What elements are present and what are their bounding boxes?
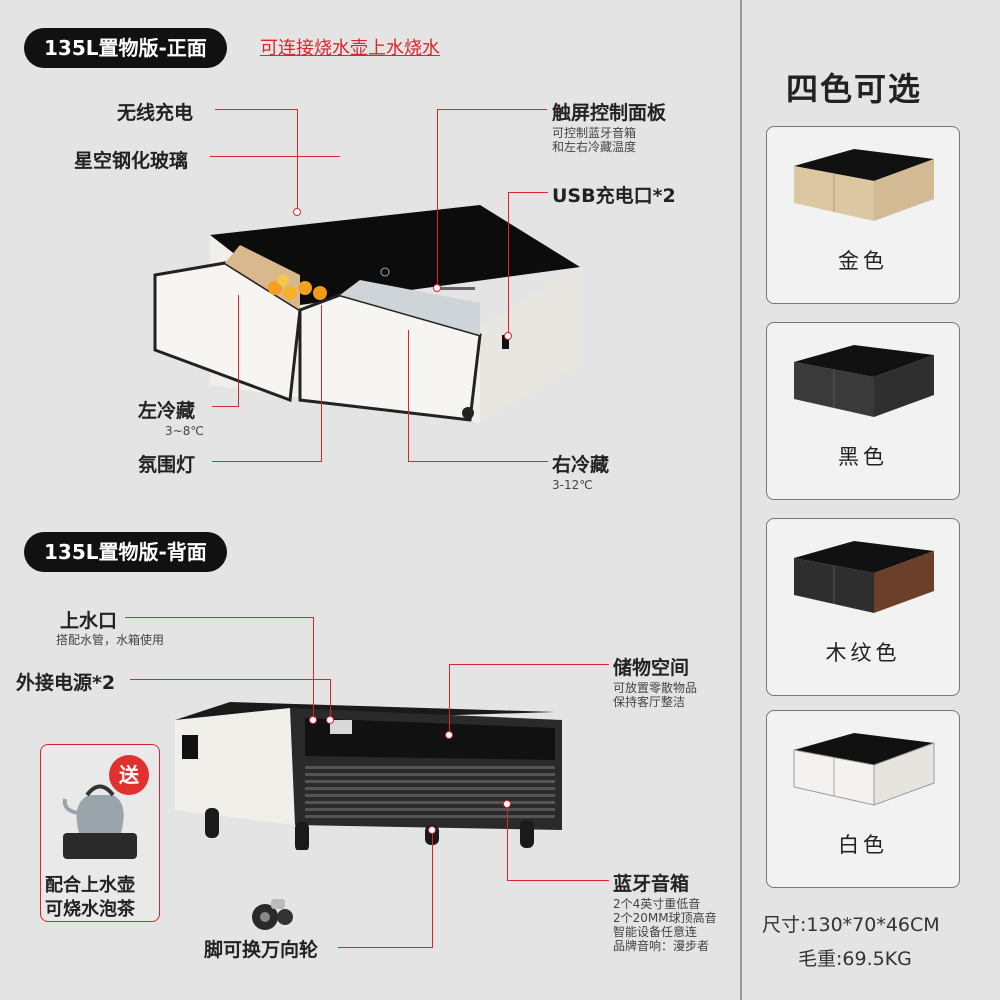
color-name-black: 黑色 (838, 445, 888, 469)
caster-wheel-icon (252, 899, 293, 930)
usb-port-label: USB充电口*2 (552, 185, 676, 207)
front-view-title: 135L置物版-正面 (24, 28, 227, 68)
weight-spec: 毛重:69.5KG (798, 948, 912, 970)
color-option-white[interactable]: 白色 (766, 710, 960, 888)
starry-glass-label: 星空钢化玻璃 (74, 150, 189, 172)
color-option-gold[interactable]: 金色 (766, 126, 960, 304)
kettle-note[interactable]: 可连接烧水壶上水烧水 (260, 38, 440, 59)
color-option-black[interactable]: 黑色 (766, 322, 960, 500)
kettle-icon (62, 784, 137, 859)
right-fridge-label: 右冷藏 (552, 454, 610, 476)
color-name-white: 白色 (838, 833, 888, 857)
speaker-sub2: 2个20MM球顶高音 (613, 911, 717, 925)
left-fridge-temp: 3~8℃ (165, 424, 204, 438)
touch-panel-sub1: 可控制蓝牙音箱 (552, 126, 637, 140)
caster-wheel-label: 脚可换万向轮 (204, 939, 319, 961)
water-inlet-sub: 搭配水管，水箱使用 (56, 633, 165, 647)
gift-line1: 配合上水壶 (45, 875, 135, 896)
white-table-image (793, 733, 935, 806)
bluetooth-speaker-label: 蓝牙音箱 (613, 873, 690, 895)
color-option-wood[interactable]: 木纹色 (766, 518, 960, 696)
storage-space-label: 储物空间 (613, 657, 690, 679)
color-name-gold: 金色 (838, 249, 888, 273)
ambient-light-label: 氛围灯 (138, 454, 196, 476)
color-name-wood: 木纹色 (825, 641, 901, 665)
right-fridge-temp: 3-12℃ (552, 478, 593, 492)
speaker-sub1: 2个4英寸重低音 (613, 897, 701, 911)
gift-badge: 送 (109, 755, 149, 795)
color-options-title: 四色可选 (786, 70, 923, 108)
front-table-image (153, 205, 580, 423)
size-spec: 尺寸:130*70*46CM (762, 914, 940, 936)
storage-space-sub2: 保持客厅整洁 (613, 695, 686, 709)
left-fridge-label: 左冷藏 (138, 400, 196, 422)
wood-table-image (794, 541, 934, 613)
black-table-image (794, 345, 934, 417)
water-inlet-label: 上水口 (60, 610, 118, 632)
gold-table-image (794, 149, 934, 221)
section-divider (740, 0, 742, 1000)
back-view-title: 135L置物版-背面 (24, 532, 227, 572)
touch-panel-label: 触屏控制面板 (552, 102, 667, 124)
back-table-image (175, 702, 562, 850)
speaker-sub3: 智能设备任意连 (613, 925, 698, 939)
storage-space-sub1: 可放置零散物品 (613, 681, 698, 695)
touch-panel-sub2: 和左右冷藏温度 (552, 140, 637, 154)
gift-kettle-box: 送 配合上水壶 可烧水泡茶 (40, 744, 160, 922)
gift-line2: 可烧水泡茶 (45, 899, 135, 920)
speaker-sub4: 品牌音响：漫步者 (613, 939, 710, 953)
external-power-label: 外接电源*2 (16, 672, 116, 694)
wireless-charging-label: 无线充电 (117, 102, 194, 124)
